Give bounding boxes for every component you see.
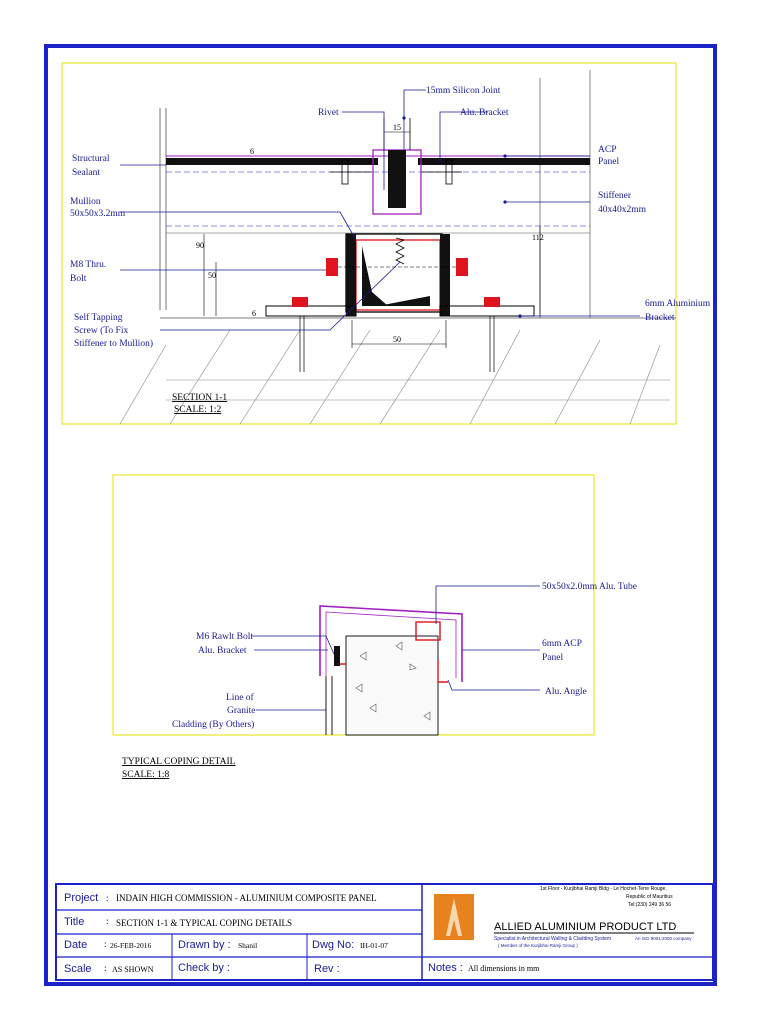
- scale-colon: :: [104, 963, 107, 973]
- coping-detail: 50x50x2.0mm Alu. Tube M6 Rawlt Bolt Alu.…: [112, 474, 637, 780]
- section-1-scale: SCALE: 1:2: [174, 405, 221, 415]
- project-label: Project: [64, 892, 98, 904]
- label-coping-bracket: Alu. Bracket: [198, 646, 247, 656]
- company-name: ALLIED ALUMINIUM PRODUCT LTD: [494, 921, 676, 933]
- company-tagline: Specialist in Architectural Walling & Cl…: [494, 936, 611, 942]
- dim-6-bottom: 6: [252, 309, 256, 318]
- label-bracket-6mm-2: Bracket: [645, 313, 675, 323]
- drawn-by-label: Drawn by :: [178, 939, 231, 951]
- label-bolt-2: Bolt: [70, 274, 87, 284]
- bracket-angle-left: [346, 234, 356, 316]
- label-rivet: Rivet: [318, 108, 339, 118]
- label-bolt: M8 Thru.: [70, 260, 106, 270]
- acp-panel-right: [418, 158, 590, 165]
- label-stiffener: Stiffener: [598, 190, 632, 201]
- title-colon: :: [106, 916, 109, 926]
- address-line-3: Tel:(230) 249 36 56: [628, 902, 671, 908]
- company-logo-mark: [446, 898, 462, 936]
- company-member: ( Member of the Kurjibhai Ramji Group ): [498, 943, 578, 948]
- label-screw-1: Self Tapping: [74, 312, 123, 323]
- alu-angle: [437, 660, 448, 683]
- label-acp: ACP: [598, 145, 616, 155]
- rev-label: Rev :: [314, 963, 340, 975]
- drawn-by-value: Shanil: [238, 941, 257, 950]
- title-block: [55, 883, 714, 981]
- coping-title: TYPICAL COPING DETAIL: [122, 757, 236, 767]
- title-value: SECTION 1-1 & TYPICAL COPING DETAILS: [116, 918, 292, 928]
- sheet-border: [44, 44, 717, 986]
- dwg-no-value: IH-01-07: [360, 941, 388, 950]
- bolt-right: [456, 258, 468, 276]
- label-structural: Structural: [72, 154, 110, 164]
- label-granite-1: Line of: [226, 692, 255, 703]
- bracket-angle-right: [440, 234, 450, 316]
- project-colon: :: [106, 893, 109, 903]
- dim-15: 15: [393, 123, 401, 132]
- section-1-1-detail: 15 90 50 6 6 112: [61, 62, 711, 425]
- label-granite-3: Cladding (By Others): [172, 719, 254, 730]
- dim-112: 112: [532, 233, 544, 242]
- check-by-label: Check by :: [178, 962, 230, 974]
- scale-value: AS SHOWN: [112, 965, 154, 974]
- label-stiffener-size: 40x40x2mm: [598, 205, 647, 215]
- dim-90: 90: [196, 241, 204, 250]
- dim-6-top: 6: [250, 147, 254, 156]
- notes-label: Notes :: [428, 962, 463, 974]
- dim-50-horizontal: 50: [393, 335, 401, 344]
- label-sealant: Sealant: [72, 168, 100, 178]
- address-line-2: Republic of Mauritius: [626, 894, 673, 900]
- address-line-1: 1st Floor - Kurjibhai Ramji Bldg - Le Ho…: [540, 886, 667, 892]
- label-coping-acp: 6mm ACP: [542, 639, 582, 649]
- section-1-frame: [61, 62, 677, 425]
- alu-tube: [415, 621, 441, 641]
- stiffener-wedge: [362, 246, 388, 306]
- silicon-joint: [388, 150, 406, 208]
- dwg-no-label: Dwg No:: [312, 939, 354, 951]
- coping-acp-cap: [319, 605, 463, 682]
- label-alu-angle: Alu. Angle: [545, 687, 587, 697]
- label-mullion: Mullion: [70, 197, 101, 207]
- project-value: INDAIN HIGH COMMISSION - ALUMINIUM COMPO…: [116, 893, 377, 903]
- label-screw-2: Screw (To Fix: [74, 325, 128, 336]
- company-iso: An ISO 9001:2000 company: [635, 936, 692, 941]
- bolt-left: [326, 258, 338, 276]
- acp-panel-left: [166, 158, 378, 165]
- date-colon: :: [104, 939, 107, 949]
- date-label: Date: [64, 939, 87, 951]
- label-mullion-size: 50x50x3.2mm: [70, 209, 126, 219]
- dim-50-vertical: 50: [208, 271, 216, 280]
- concrete-wall: [345, 635, 439, 736]
- title-label: Title: [64, 916, 84, 928]
- label-screw-3: Stiffener to Mullion): [74, 338, 153, 349]
- label-rawlt-bolt: M6 Rawlt Bolt: [196, 632, 253, 642]
- label-coping-acp-panel: Panel: [542, 653, 563, 663]
- label-alu-bracket: Alu. Bracket: [460, 108, 509, 118]
- label-bracket-6mm: 6mm Aluminium: [645, 299, 711, 309]
- label-silicon-joint: 15mm Silicon Joint: [426, 86, 501, 96]
- label-alu-tube: 50x50x2.0mm Alu. Tube: [542, 582, 637, 592]
- notes-value: All dimensions in mm: [468, 964, 540, 973]
- section-1-title: SECTION 1-1: [172, 393, 227, 403]
- scale-label: Scale: [64, 963, 92, 975]
- label-acp-panel: Panel: [598, 157, 619, 167]
- label-granite-2: Granite: [227, 706, 256, 716]
- date-value: 26-FEB-2016: [110, 941, 152, 950]
- coping-scale: SCALE: 1:8: [122, 770, 169, 780]
